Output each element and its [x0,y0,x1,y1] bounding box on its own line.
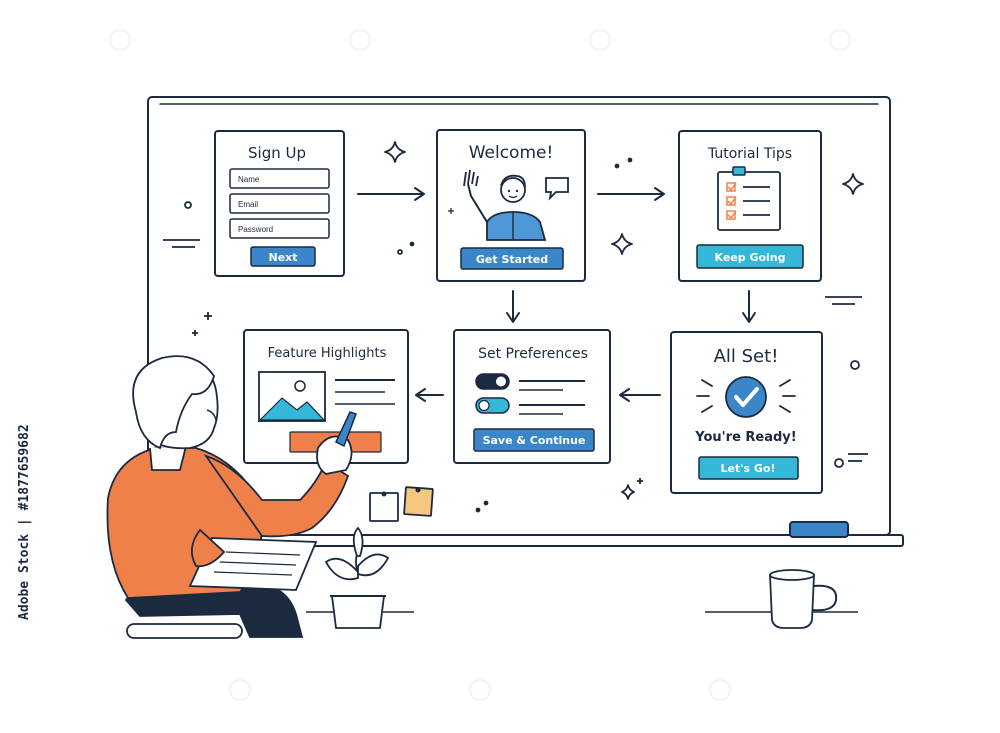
set-preferences-card: Set Preferences Save & Continue [453,329,611,464]
coffee-mug [705,569,858,629]
potted-plant [306,526,414,629]
keep-going-button[interactable]: Keep Going [696,244,804,269]
password-field-label: Password [238,225,273,234]
checklist-clipboard-icon [717,166,781,231]
feature-highlights-title: Feature Highlights [268,346,387,361]
decorative-sparkles [163,141,868,513]
lets-go-button-label: Let's Go! [720,462,775,475]
watermark-pattern [109,29,851,701]
you-are-ready-text: You're Ready! [694,430,796,445]
signup-card: Sign Up Name Email Password Next [214,130,345,277]
arrow-down-icon [742,290,756,323]
sparkle-icon [842,173,864,195]
tutorial-tips-card: Tutorial Tips Keep Going [678,130,822,282]
feature-highlights-card: Feature Highlights [243,329,409,464]
arrow-down-icon [506,290,520,323]
whiteboard-eraser [789,521,849,538]
get-started-button-label: Get Started [476,253,548,266]
sparkle-icon [611,233,633,255]
all-set-card: All Set! You're Ready! Let's Go! [670,331,823,494]
password-field[interactable]: Password [229,218,330,239]
save-continue-button[interactable]: Save & Continue [473,428,595,452]
set-preferences-title: Set Preferences [478,346,588,362]
arrow-left-icon [415,388,444,402]
signup-title: Sign Up [248,144,306,162]
sparkle-icon [384,141,406,163]
all-set-title: All Set! [714,346,779,367]
welcome-card: Welcome! Get Started [436,129,586,282]
get-started-button[interactable]: Get Started [460,247,564,270]
keep-going-button-label: Keep Going [714,251,785,264]
save-continue-button-label: Save & Continue [483,434,586,447]
sparkle-icon [448,208,454,214]
arrow-right-icon [597,187,665,201]
name-field-label: Name [238,175,260,184]
next-button[interactable]: Next [250,246,316,267]
toggle-switch-on[interactable] [475,373,510,390]
stock-id-text: Adobe Stock | #1877659682 [17,424,32,620]
arrow-right-icon [357,187,425,201]
toggle-switch-teal[interactable] [475,397,510,414]
email-field[interactable]: Email [229,193,330,214]
welcome-title: Welcome! [469,143,554,163]
flow-arrows [357,187,756,402]
tutorial-tips-title: Tutorial Tips [707,146,792,162]
email-field-label: Email [238,200,258,209]
image-placeholder-icon [258,371,326,422]
chat-bubble-icon [545,177,569,201]
name-field[interactable]: Name [229,168,330,189]
arrow-left-icon [619,388,661,402]
stock-id-sidebar: Adobe Stock | #1877659682 [17,424,32,620]
sticky-notes [369,486,434,522]
next-button-label: Next [268,251,297,264]
check-circle-icon [696,376,796,418]
sparkle-icon [621,484,635,500]
lets-go-button[interactable]: Let's Go! [698,456,799,480]
person-presenting [106,355,357,639]
waving-person-icon [463,169,547,241]
